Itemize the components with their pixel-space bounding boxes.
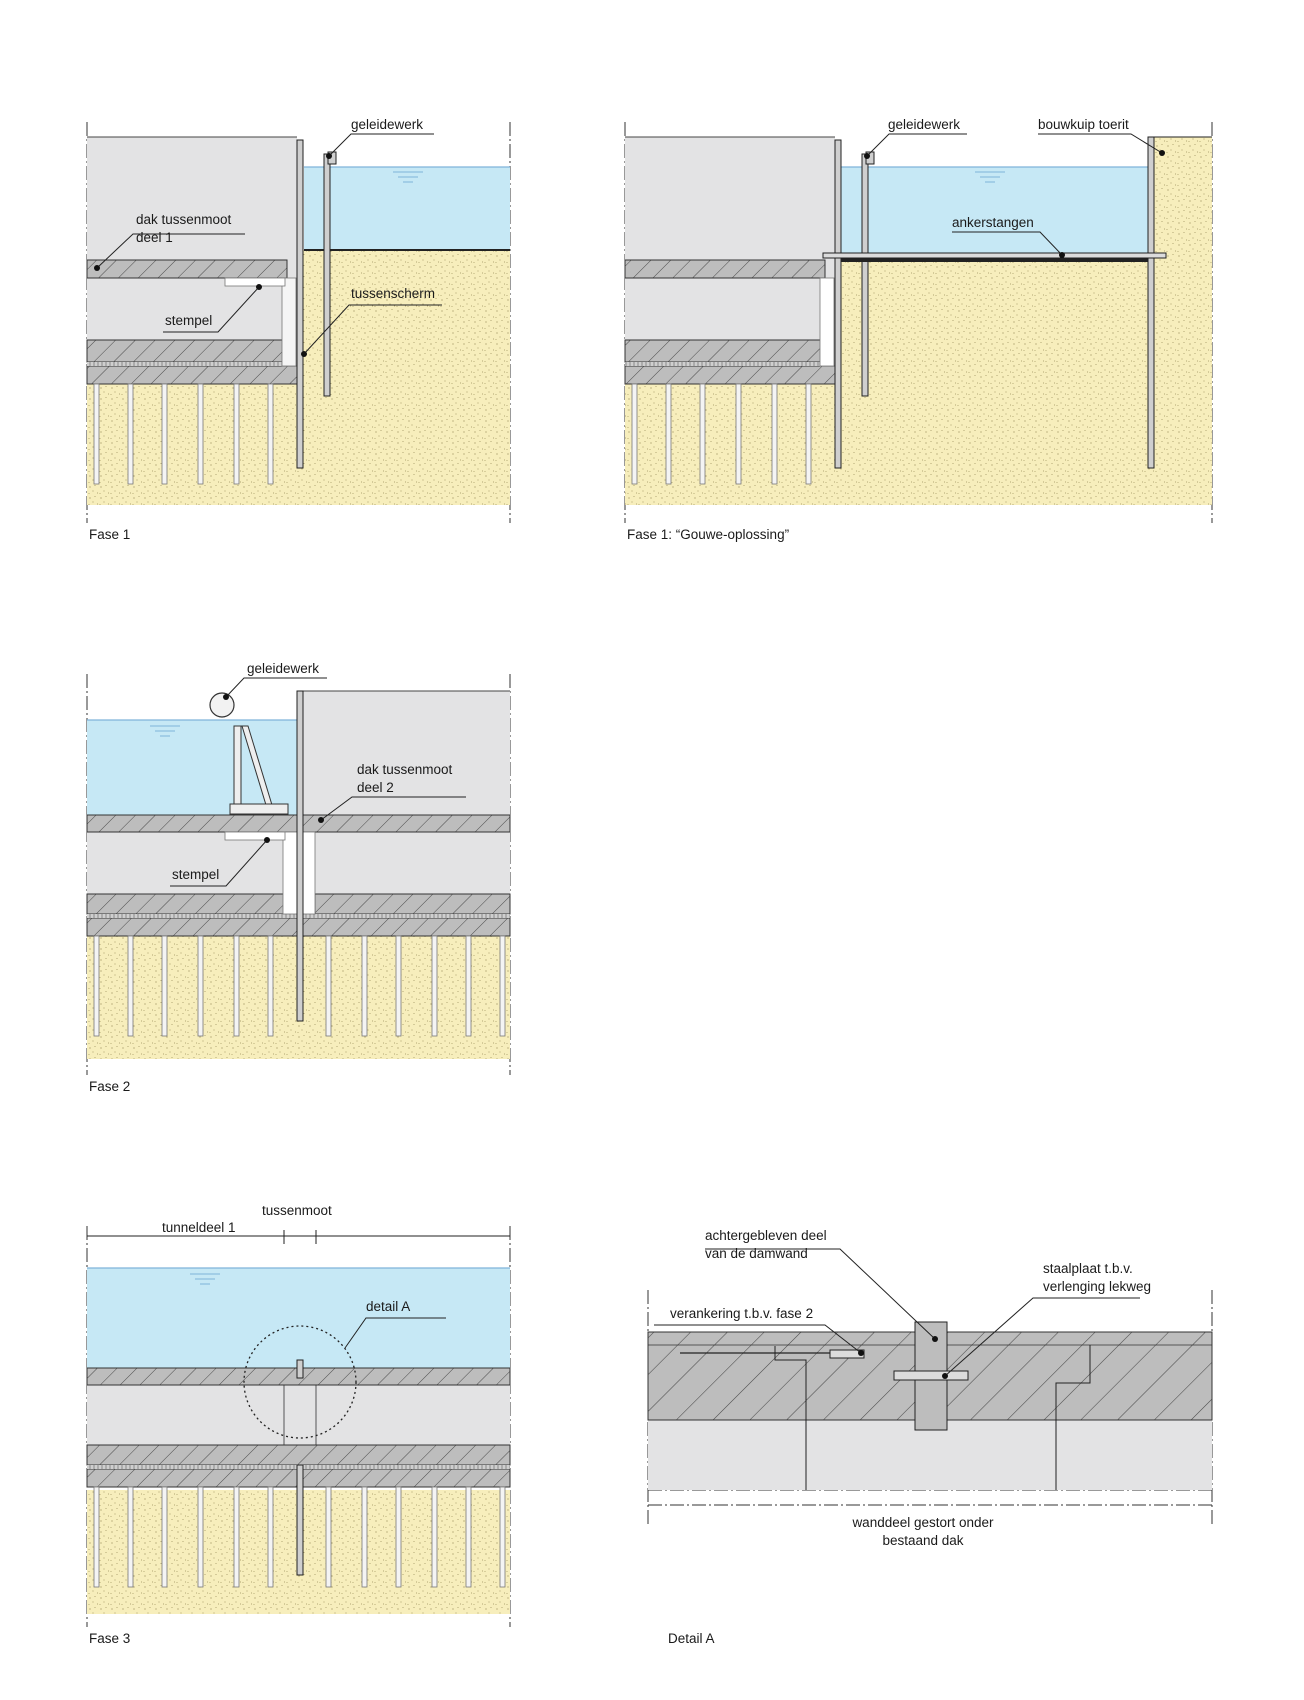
- sheet-pile-remnant: [296, 1464, 304, 1576]
- label-dak-line1: dak tussenmoot: [136, 212, 232, 227]
- bouwkuip-sheet-pile: [1147, 136, 1155, 469]
- sheet-pile-wall: [834, 139, 842, 469]
- tunnel-element: [87, 137, 297, 367]
- water: [304, 167, 510, 250]
- panel-fase-3: tussenmoot tunneldeel 1 detail A Fase 3: [86, 1203, 511, 1646]
- piles: [93, 383, 274, 485]
- floor-slab: [624, 339, 826, 363]
- panel-fase-1: geleidewerk dak tussenmoot deel 1 stempe…: [86, 117, 511, 542]
- label-stempel: stempel: [172, 867, 219, 882]
- panel-fase-2: geleidewerk dak tussenmoot deel 2 stempe…: [86, 661, 511, 1094]
- anchor-rods: [822, 252, 1167, 259]
- caption-fase-2: Fase 2: [89, 1079, 130, 1094]
- label-geleidewerk: geleidewerk: [247, 661, 319, 676]
- label-achtergebleven-line2: van de damwand: [705, 1246, 808, 1261]
- label-wanddeel-line2: bestaand dak: [882, 1533, 963, 1548]
- floor-slab-right: [314, 893, 511, 915]
- strut: [224, 831, 286, 841]
- soil-right: [1152, 137, 1212, 267]
- anchor-plate: [829, 1349, 865, 1359]
- floor-slab-left: [86, 893, 285, 915]
- label-staalplaat-line1: staalplaat t.b.v.: [1043, 1261, 1133, 1276]
- label-geleidewerk: geleidewerk: [351, 117, 423, 132]
- sheet-pile-wall: [296, 690, 304, 1022]
- caption-detail-a: Detail A: [668, 1631, 715, 1646]
- guide-wheel: [209, 692, 235, 718]
- label-tussenscherm: tussenscherm: [351, 286, 435, 301]
- dimension-line: [87, 1230, 510, 1244]
- tunnel-element-right: [297, 691, 510, 816]
- pile-cap: [86, 365, 298, 385]
- label-staalplaat-line2: verlenging lekweg: [1043, 1279, 1151, 1294]
- label-tussenmoot: tussenmoot: [262, 1203, 332, 1218]
- panel-gouwe-oplossing: geleidewerk bouwkuip toerit ankerstangen…: [624, 117, 1213, 542]
- water: [87, 1268, 510, 1368]
- floor-slab: [86, 339, 288, 363]
- label-detail-a: detail A: [366, 1299, 410, 1314]
- caption-fase-1: Fase 1: [89, 527, 130, 542]
- roof-slab: [86, 259, 288, 279]
- label-ankerstangen: ankerstangen: [952, 215, 1034, 230]
- label-achtergebleven-line1: achtergebleven deel: [705, 1228, 827, 1243]
- caption-fase-3: Fase 3: [89, 1631, 130, 1646]
- guide-post: [323, 153, 331, 397]
- tunnel-element: [625, 137, 835, 367]
- floor-slab: [86, 1444, 511, 1466]
- detail-circle: [243, 1325, 357, 1439]
- tunnel-interior: [87, 1385, 510, 1445]
- water: [87, 720, 297, 815]
- label-wanddeel-line1: wanddeel gestort onder: [851, 1515, 994, 1530]
- caption-gouwe: Fase 1: “Gouwe-oplossing”: [627, 527, 789, 542]
- label-stempel: stempel: [165, 313, 212, 328]
- label-bouwkuip-toerit: bouwkuip toerit: [1038, 117, 1129, 132]
- label-dak-line2: deel 1: [136, 230, 173, 245]
- sheet-pile-wall: [296, 139, 304, 469]
- strut: [224, 277, 286, 287]
- label-dak-line1: dak tussenmoot: [357, 762, 453, 777]
- roof-slab: [624, 259, 826, 279]
- steel-plate: [893, 1370, 969, 1381]
- water-level-symbol: [393, 171, 423, 183]
- label-tunneldeel: tunneldeel 1: [162, 1220, 236, 1235]
- water: [840, 167, 1152, 262]
- label-verankering: verankering t.b.v. fase 2: [670, 1306, 813, 1321]
- guide-post: [861, 153, 869, 397]
- label-dak-line2: deel 2: [357, 780, 394, 795]
- guide-frame: [229, 725, 289, 815]
- existing-wall: [648, 1420, 1212, 1490]
- label-geleidewerk: geleidewerk: [888, 117, 960, 132]
- panel-detail-a: achtergebleven deel van de damwand staal…: [647, 1228, 1213, 1646]
